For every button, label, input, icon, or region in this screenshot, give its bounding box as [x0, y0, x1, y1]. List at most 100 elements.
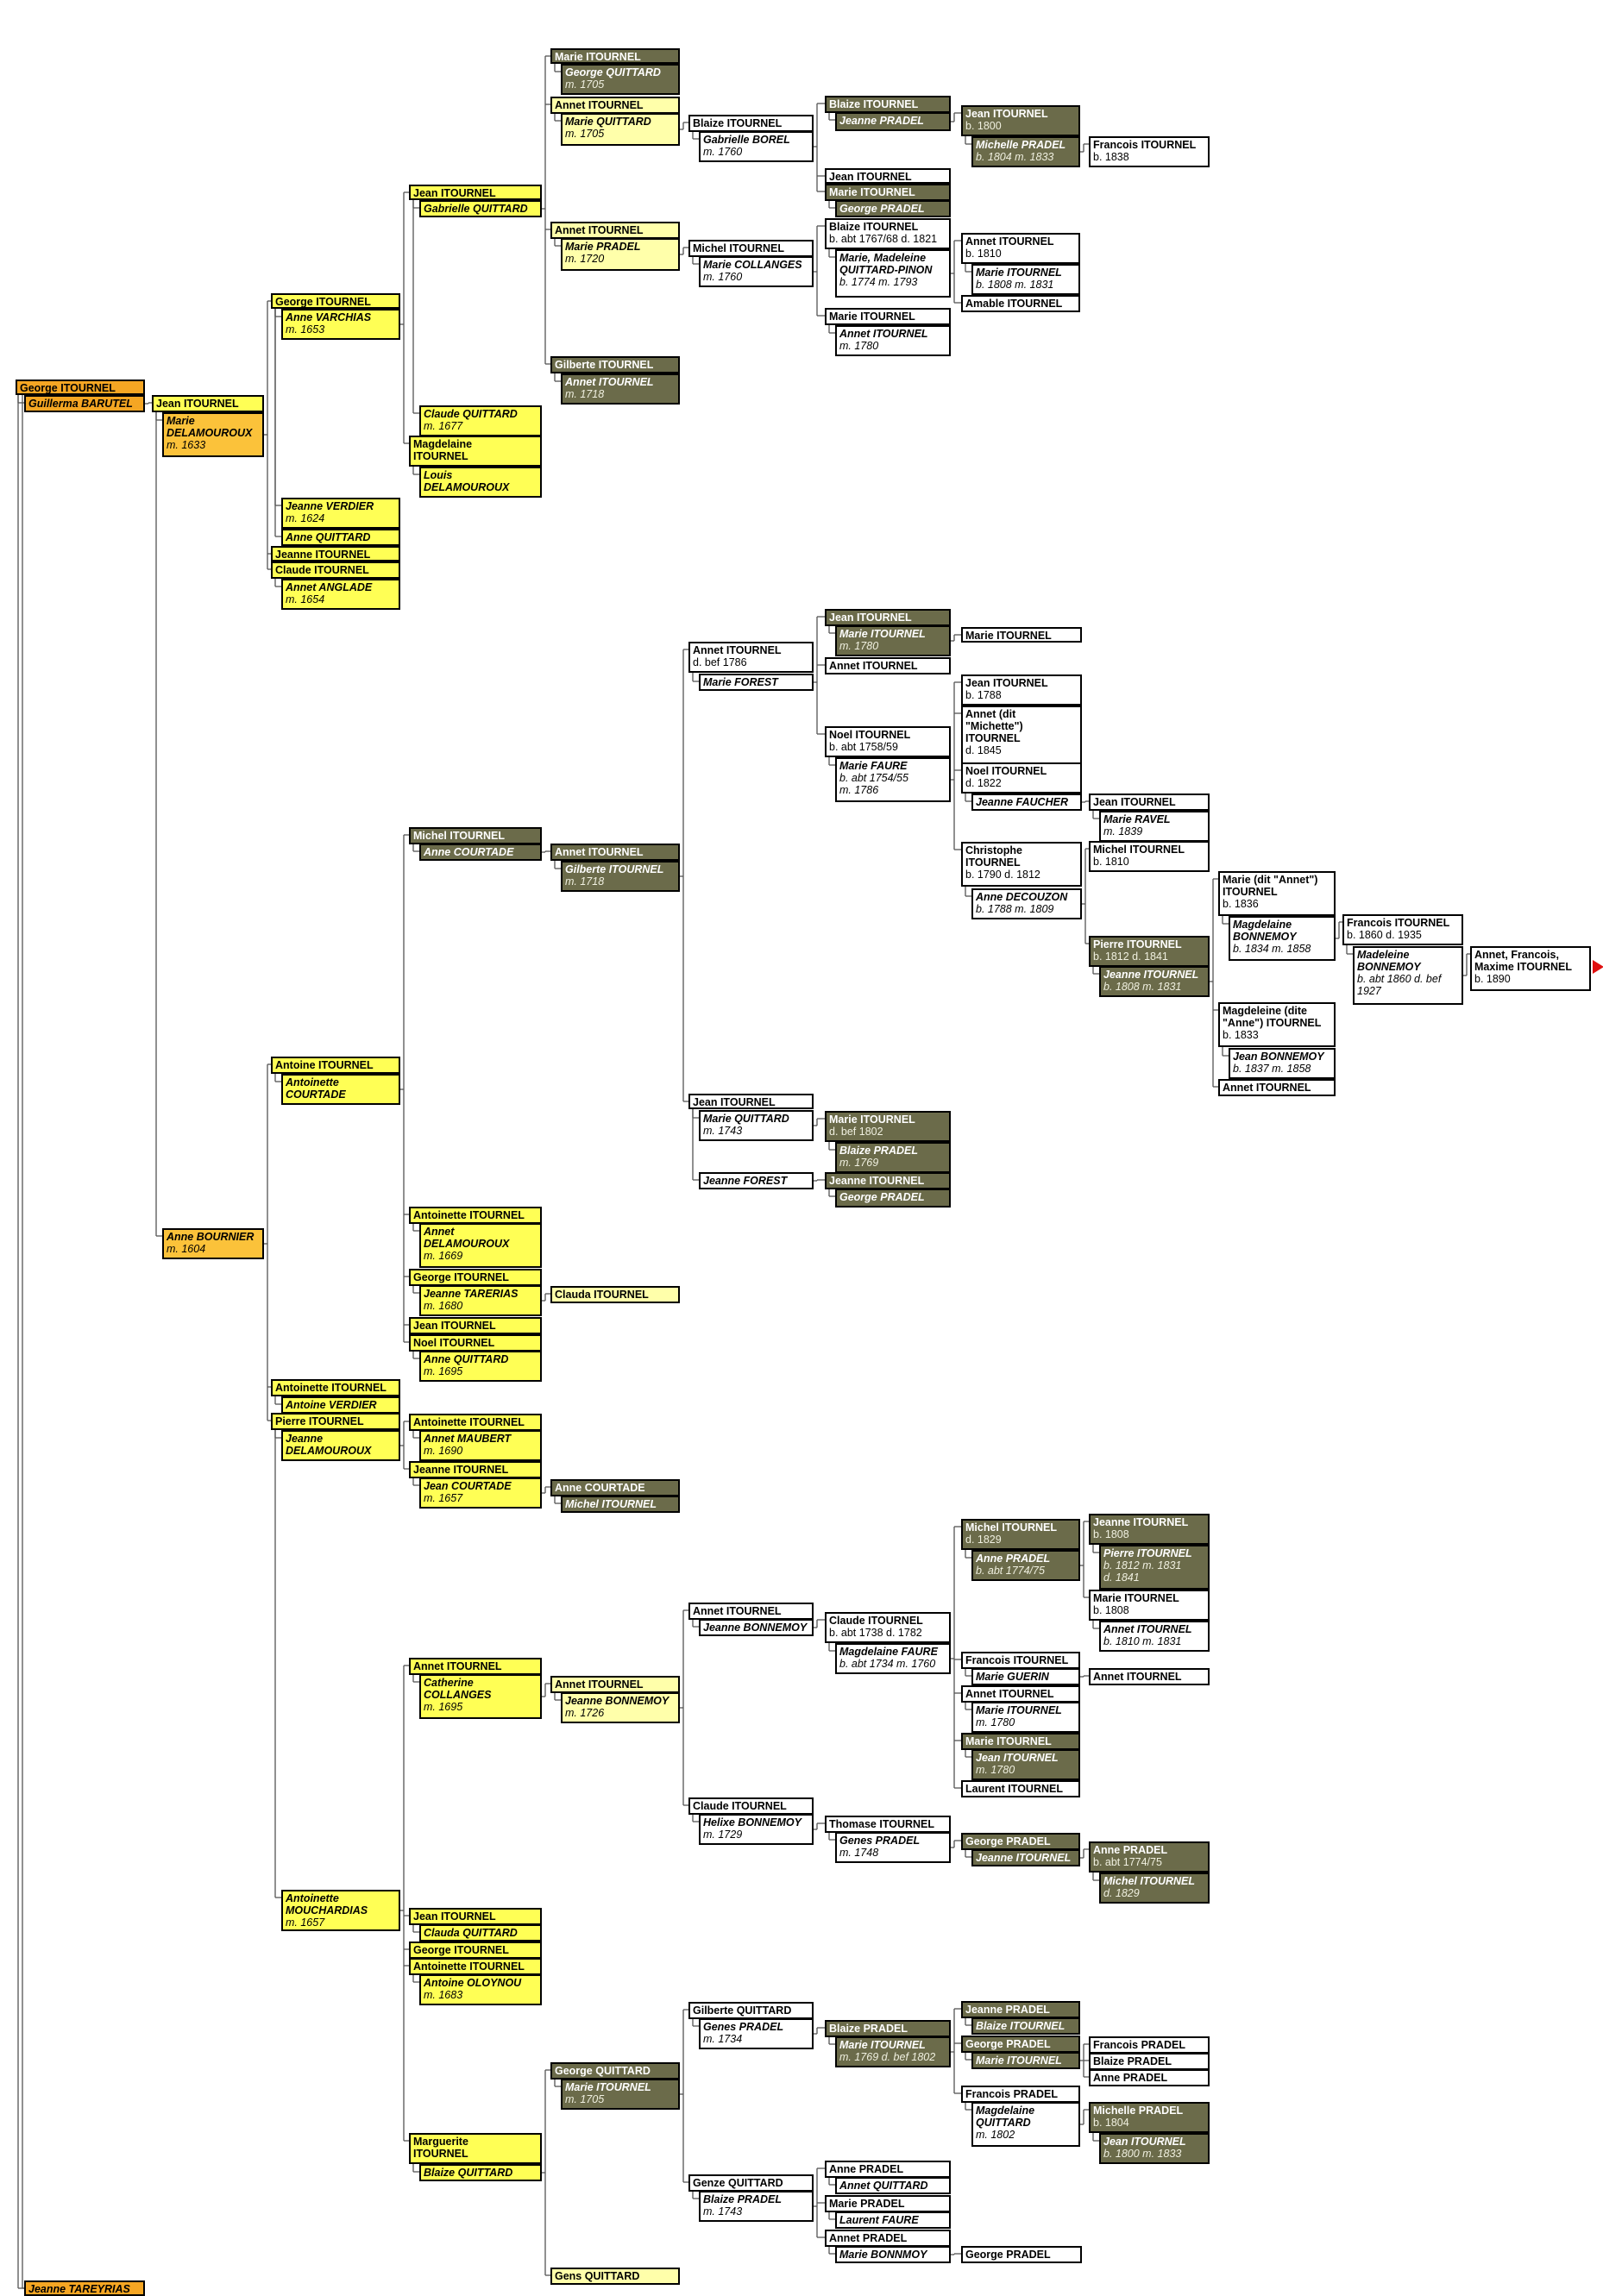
person-box[interactable]: Jeanne ITOURNEL [409, 1461, 542, 1478]
spouse-box[interactable]: Annet QUITTARD [835, 2177, 951, 2194]
spouse-box[interactable]: Blaize QUITTARD [419, 2164, 542, 2181]
person-box[interactable]: Annet ITOURNEL [550, 222, 680, 239]
person-box[interactable]: George QUITTARD [550, 2062, 680, 2080]
person-box[interactable]: Claude ITOURNEL [688, 1797, 814, 1815]
spouse-box[interactable]: Blaize ITOURNEL [971, 2017, 1080, 2035]
person-box[interactable]: Gilberte QUITTARD [688, 2002, 814, 2019]
person-box[interactable]: Marie ITOURNEL [825, 184, 951, 201]
person-box[interactable]: George ITOURNEL [409, 1269, 542, 1286]
person-box[interactable]: Francois PRADEL [1089, 2036, 1210, 2054]
person-box[interactable]: Jean ITOURNEL [825, 168, 951, 184]
spouse-box[interactable]: Jeanne BONNEMOY [699, 1619, 814, 1636]
person-box[interactable]: Blaize ITOURNEL [825, 96, 951, 113]
spouse-box[interactable]: Marie GUERIN [971, 1668, 1080, 1685]
person-box[interactable]: Jean ITOURNEL [409, 185, 542, 200]
person-box[interactable]: Jean ITOURNEL [825, 609, 951, 626]
spouse-box[interactable]: Jeanne DELAMOUROUX [281, 1430, 400, 1461]
spouse-box[interactable]: George PRADEL [835, 1189, 951, 1208]
person-box[interactable]: Jean ITOURNEL [688, 1094, 814, 1109]
person-box[interactable]: Jeanne PRADEL [961, 2001, 1080, 2018]
person-box[interactable]: Claude ITOURNEL [271, 561, 400, 579]
spouse-box[interactable]: Jeanne PRADEL [835, 112, 951, 131]
spouse-box[interactable]: Anne QUITTARD [281, 529, 400, 546]
person-box[interactable]: Jean ITOURNEL [1089, 794, 1210, 811]
person-box[interactable]: Antoinette ITOURNEL [271, 1379, 400, 1396]
person-box[interactable]: Anne COURTADE [550, 1479, 680, 1496]
spouse-box[interactable]: Antoinette COURTADE [281, 1074, 400, 1105]
person-box[interactable]: Francois PRADEL [961, 2086, 1080, 2103]
person-box[interactable]: George PRADEL [961, 1833, 1080, 1850]
person-box[interactable]: Anne PRADEL [825, 2161, 951, 2178]
person-box[interactable]: Francois ITOURNEL [961, 1652, 1080, 1669]
person-box[interactable]: George ITOURNEL [271, 293, 400, 309]
spouse-box[interactable]: George PRADEL [835, 200, 951, 217]
person-box[interactable]: Annet ITOURNEL [550, 97, 680, 114]
person-box[interactable]: Gens QUITTARD [550, 2268, 680, 2285]
person-box[interactable]: Annet ITOURNEL [688, 1603, 814, 1620]
person-box[interactable]: Jeanne ITOURNEL [271, 546, 400, 561]
spouse-box[interactable]: Louis DELAMOUROUX [419, 467, 542, 498]
person-box[interactable]: George ITOURNEL [409, 1942, 542, 1959]
spouse-box[interactable]: Anne COURTADE [419, 844, 542, 861]
person-box[interactable]: George PRADEL [961, 2036, 1080, 2053]
person-box[interactable]: Annet ITOURNEL [550, 1676, 680, 1693]
person-box[interactable]: Annet ITOURNEL [825, 657, 951, 674]
person-box[interactable]: Gilberte ITOURNEL [550, 356, 680, 373]
person-box[interactable]: Amable ITOURNEL [961, 295, 1080, 312]
spouse-box[interactable]: Marie BONNMOY [835, 2246, 951, 2263]
person-box[interactable]: Anne PRADEL [1089, 2069, 1210, 2086]
person-box[interactable]: Annet ITOURNEL [1218, 1079, 1336, 1096]
person-box[interactable]: Clauda ITOURNEL [550, 1286, 680, 1303]
person-box[interactable]: Annet ITOURNEL [1089, 1668, 1210, 1685]
spouse-box[interactable]: Antoine VERDIER [281, 1396, 400, 1414]
person-box[interactable]: Genze QUITTARD [688, 2174, 814, 2192]
person-box[interactable]: Annet PRADEL [825, 2230, 951, 2247]
person-box[interactable]: Blaize PRADEL [1089, 2053, 1210, 2070]
person-box[interactable]: Noel ITOURNEL [409, 1334, 542, 1352]
person-box[interactable]: Annet ITOURNEL [961, 1685, 1080, 1703]
person-box[interactable]: Jean ITOURNEL [152, 395, 264, 412]
continuation-arrow-icon[interactable] [1593, 960, 1603, 974]
person-box[interactable]: Antoinette ITOURNEL [409, 1414, 542, 1431]
